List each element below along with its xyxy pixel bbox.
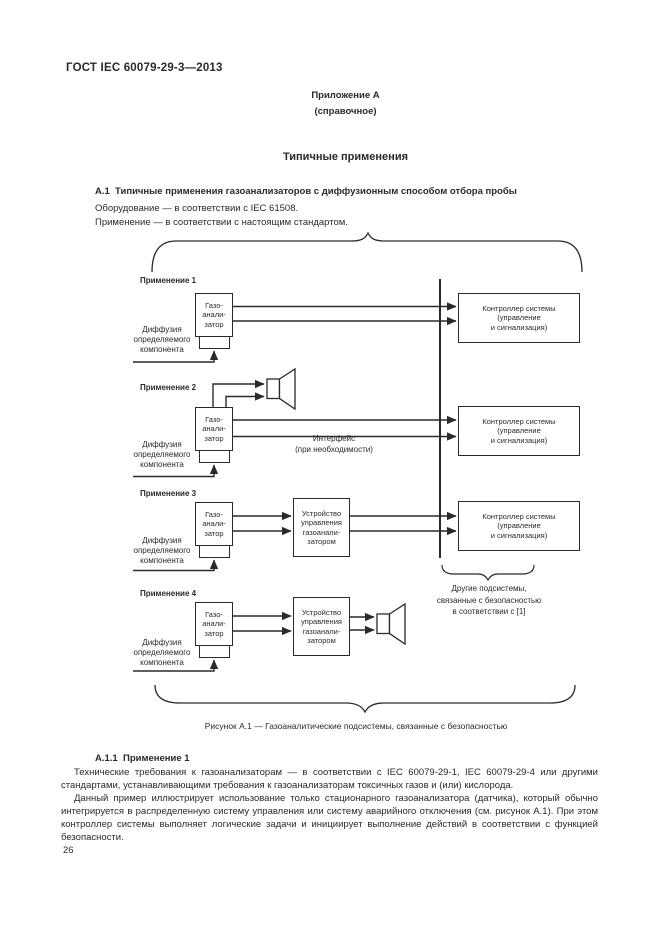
application-label: Применение 1 (140, 276, 197, 285)
diffusion-label: Диффузия определяемого компонента (129, 325, 195, 355)
bus-brace (441, 564, 535, 582)
box-text: Газо- (205, 414, 223, 424)
gas-analyzer-box: Газо- анали- затор (195, 293, 233, 337)
speaker-horn-icon (266, 367, 296, 411)
gas-analyzer-box: Газо- анали- затор (195, 407, 233, 451)
label-line: в соответствии с [1] (452, 607, 526, 616)
interface-label: Интерфейс (при необходимости) (268, 434, 400, 455)
sensor-box (199, 336, 230, 349)
box-text: затор (204, 628, 224, 638)
paragraph: Данный пример иллюстрирует использование… (61, 793, 598, 843)
box-text: (управление (497, 426, 541, 436)
box-text: анали- (202, 619, 226, 629)
section-a11-heading: А.1.1 Применение 1 (95, 753, 190, 764)
label-line: Диффузия (142, 325, 182, 334)
box-text: управления (301, 518, 342, 527)
diffusion-label: Диффузия определяемого компонента (129, 638, 195, 668)
box-text: газоанали- (302, 626, 341, 636)
label-line: определяемого (133, 450, 191, 459)
bottom-brace (154, 684, 576, 714)
sensor-box (199, 545, 230, 558)
label-line: Диффузия (142, 440, 182, 449)
box-text: и сигнализация) (490, 530, 548, 540)
box-text: Устройство (301, 607, 342, 617)
box-text: затором (307, 537, 336, 546)
box-text: Контроллер системы (482, 511, 556, 521)
application-label: Применение 3 (140, 489, 197, 498)
annex-subtitle: (справочное) (314, 106, 377, 117)
label-line: Диффузия (142, 638, 182, 647)
label-line: компонента (140, 345, 184, 354)
alarm-line (212, 379, 265, 407)
annex-title: Приложение А (311, 90, 380, 101)
gas-analyzer-box: Газо- анали- затор (195, 502, 233, 546)
box-text: затор (204, 528, 224, 538)
box-text: (управление (497, 521, 541, 531)
system-controller-box: Контроллер системы (управление и сигнали… (458, 293, 580, 343)
box-text: Газо- (205, 509, 223, 519)
box-text: Контроллер системы (482, 416, 556, 426)
application-label: Применение 2 (140, 383, 197, 392)
top-brace (151, 231, 583, 273)
speaker-horn-icon (376, 602, 406, 646)
box-text: газоанали- (302, 527, 341, 537)
sensor-box (199, 450, 230, 463)
page-number: 26 (63, 845, 74, 856)
diffusion-label: Диффузия определяемого компонента (129, 536, 195, 566)
alarm-line (225, 392, 265, 407)
box-text: управления (301, 617, 342, 626)
section-a1-heading: А.1 Типичные применения газоанализаторов… (95, 186, 517, 197)
label-line: компонента (140, 658, 184, 667)
application-line: Применение — в соответствии с настоящим … (95, 217, 348, 228)
paragraph: Технические требования к газоанализатора… (61, 767, 598, 791)
box-text: затором (307, 636, 336, 645)
doc-number: ГОСТ IEC 60079-29-3—2013 (66, 62, 223, 74)
box-text: анали- (202, 424, 226, 434)
box-text: Газо- (205, 300, 223, 310)
sensor-box (199, 645, 230, 658)
label-line: (при необходимости) (295, 444, 373, 454)
label-line: Диффузия (142, 536, 182, 545)
box-text: затор (204, 319, 224, 329)
label-line: Другие подсистемы, (451, 584, 527, 593)
system-controller-box: Контроллер системы (управление и сигнали… (458, 501, 580, 551)
label-line: определяемого (133, 648, 191, 657)
analyzer-control-device-box: Устройство управления газоанали- затором (293, 597, 350, 656)
box-text: Устройство (301, 508, 342, 518)
analyzer-control-device-box: Устройство управления газоанали- затором (293, 498, 350, 557)
box-text: анали- (202, 519, 226, 529)
box-text: затор (204, 433, 224, 443)
box-text: Газо- (205, 609, 223, 619)
gas-analyzer-box: Газо- анали- затор (195, 602, 233, 646)
other-subsystems-label: Другие подсистемы, связанные с безопасно… (418, 583, 560, 618)
label-line: определяемого (133, 546, 191, 555)
box-text: анали- (202, 310, 226, 320)
application-label: Применение 4 (140, 589, 197, 598)
label-line: связанные с безопасностью (436, 595, 542, 605)
box-text: (управление (497, 313, 541, 323)
figure-caption: Рисунок А.1 — Газоаналитические подсисте… (204, 721, 508, 731)
diffusion-label: Диффузия определяемого компонента (129, 440, 195, 470)
equipment-line: Оборудование — в соответствии с IEC 6150… (95, 203, 299, 214)
box-text: Контроллер системы (482, 303, 556, 313)
label-line: определяемого (133, 335, 191, 344)
box-text: и сигнализация) (490, 435, 548, 445)
label-line: компонента (140, 556, 184, 565)
box-text: и сигнализация) (490, 322, 548, 332)
main-title: Типичные применения (282, 151, 409, 163)
label-line: компонента (140, 460, 184, 469)
label-line: Интерфейс (312, 434, 356, 443)
system-controller-box: Контроллер системы (управление и сигнали… (458, 406, 580, 456)
